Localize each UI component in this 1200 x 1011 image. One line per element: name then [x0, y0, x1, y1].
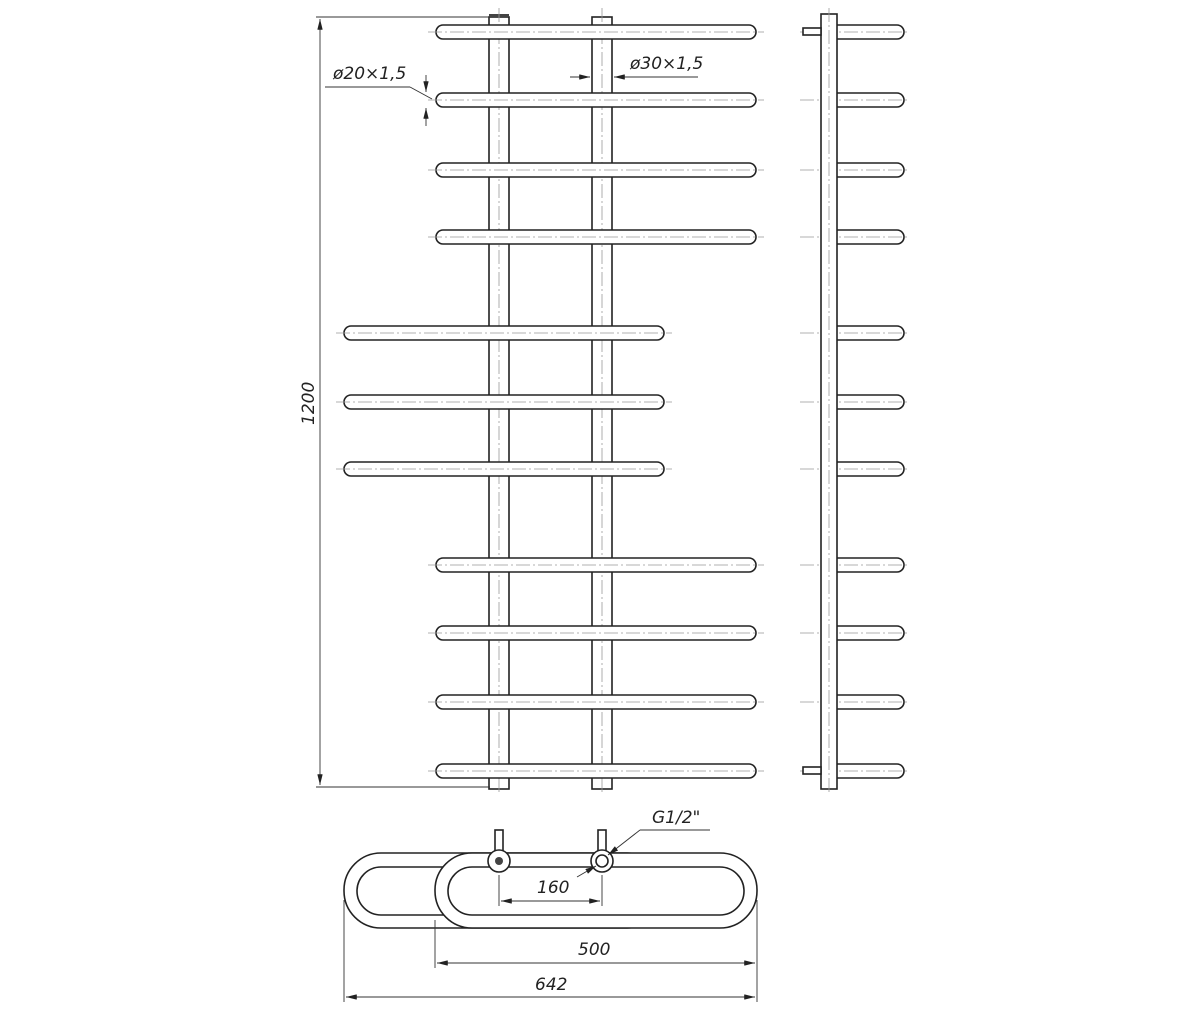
width-total-label: 642	[535, 975, 567, 995]
side-stub-top	[802, 27, 822, 36]
height-dimension: 1200	[299, 382, 319, 425]
axis-distance-label: 160	[537, 878, 569, 898]
inlet-connection-core	[495, 857, 503, 865]
dimension-lines	[316, 16, 758, 1002]
bar-pipe-label: ø20×1,5	[332, 64, 406, 84]
side-view	[800, 8, 910, 795]
top-view	[343, 829, 758, 929]
outlet-connection-core	[595, 854, 609, 868]
riser-pipe-label: ø30×1,5	[629, 54, 703, 74]
side-stub-bottom	[802, 766, 822, 775]
right-loop-inner	[447, 866, 745, 916]
front-view	[336, 8, 764, 795]
thread-label: G1/2"	[652, 808, 700, 828]
width-inner-label: 500	[578, 940, 610, 960]
